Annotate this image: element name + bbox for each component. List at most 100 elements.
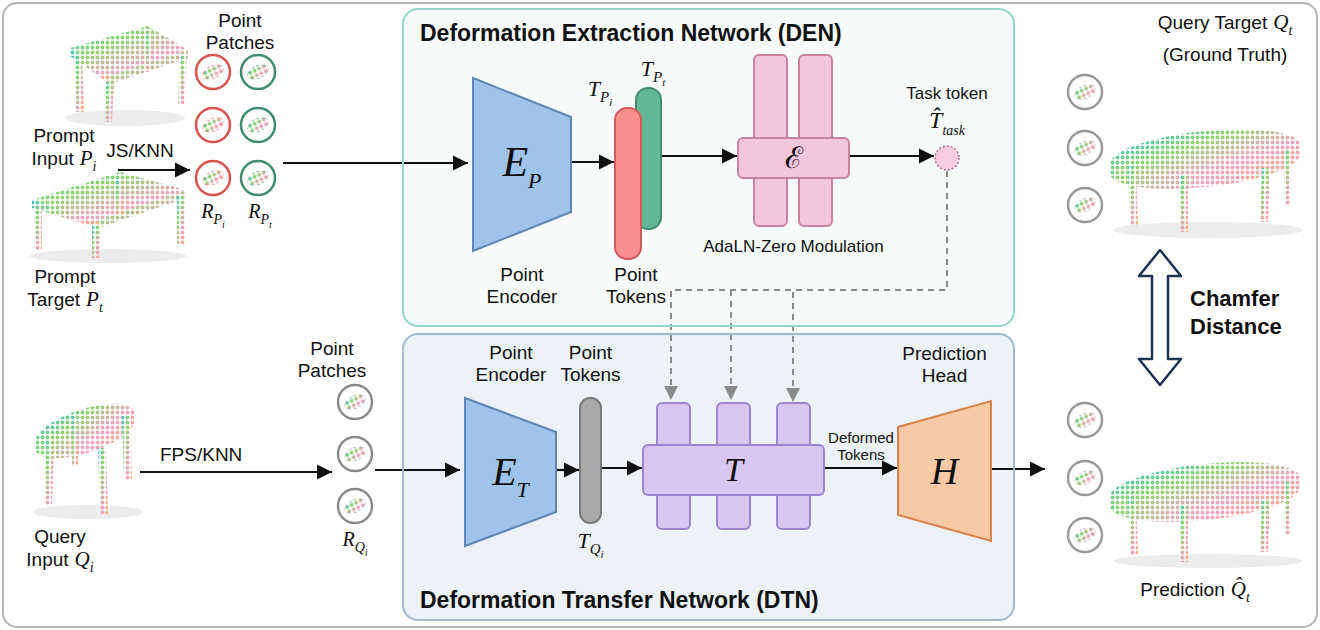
math-symbol: H xyxy=(931,450,958,492)
point-cloud xyxy=(1284,150,1291,205)
caption-label: Point Tokens xyxy=(606,264,666,307)
flow-arrow xyxy=(140,471,332,473)
point-cloud xyxy=(1113,554,1303,568)
math-symbol: Q xyxy=(75,547,90,571)
text-group: ℰ xyxy=(737,138,850,182)
encoder-trapezoid-outline xyxy=(473,78,571,251)
subscript: i xyxy=(365,547,368,558)
text-group: Point Tokens xyxy=(544,342,637,386)
text-group: TPt xyxy=(631,55,675,96)
point-cloud xyxy=(65,110,185,126)
point-patches xyxy=(241,108,275,142)
math-symbol: P xyxy=(80,146,93,170)
subscript: i xyxy=(90,560,94,575)
point-cloud xyxy=(1260,168,1270,222)
point-cloud xyxy=(34,206,42,250)
point-cloud xyxy=(30,249,186,263)
point-patches xyxy=(196,55,230,89)
point-cloud xyxy=(44,440,54,506)
math-symbol: E xyxy=(492,449,516,494)
subscript: i xyxy=(222,219,225,230)
math-symbol: R xyxy=(342,528,354,550)
extractor-block: ℰAdaLN-Zero Modulation xyxy=(737,54,850,227)
text-group: Point Patches xyxy=(286,338,378,382)
caption-label: Task token xyxy=(906,84,987,103)
connector-arrow xyxy=(662,155,737,157)
panel-title: Deformation Transfer Network (DTN) xyxy=(420,587,819,613)
point-cloud xyxy=(70,26,188,76)
panel-fill xyxy=(402,8,1015,327)
transfer-block: T xyxy=(642,402,825,530)
extractor-block-outline xyxy=(737,54,850,227)
caption-label: AdaLN-Zero Modulation xyxy=(703,237,883,256)
subscript: i xyxy=(93,159,97,174)
text-group: Deformation Transfer Network (DTN) xyxy=(420,585,1000,617)
point-cloud xyxy=(33,505,143,519)
subscript: P xyxy=(600,89,609,105)
text-group: T xyxy=(642,445,825,500)
encoder-trapezoid: Point EncoderET xyxy=(464,397,557,547)
text-group: PredictionQ̂t xyxy=(1110,576,1280,611)
subscript: t xyxy=(1246,590,1250,605)
text-group: Query TargetQt(Ground Truth) xyxy=(1135,10,1315,67)
flow-arrow xyxy=(283,162,468,164)
text-group: RQi xyxy=(333,526,377,566)
point-cloud xyxy=(30,172,186,263)
connector-arrow xyxy=(850,155,934,157)
edge-label-group: Deformed Tokens xyxy=(824,429,898,463)
modulation-branch xyxy=(730,290,732,400)
subscript: P xyxy=(653,69,662,85)
point-patches xyxy=(338,385,372,419)
math-symbol: ℰ xyxy=(785,141,803,174)
point-cloud xyxy=(72,416,78,466)
subscript: P xyxy=(528,168,541,193)
point-cloud xyxy=(1107,454,1303,568)
connector-arrow xyxy=(572,161,614,163)
token-bar-outline xyxy=(580,398,601,523)
loss-label: Chamfer Distance xyxy=(1190,286,1282,339)
connector-arrow xyxy=(557,469,579,471)
caption-label: Point Tokens xyxy=(560,342,620,385)
text-group: Point Encoder xyxy=(456,342,566,386)
text-group: Prompt InputPi xyxy=(14,125,114,178)
task-token-circle-outline xyxy=(935,146,959,170)
text-group: Task token xyxy=(884,83,1010,104)
token-bar-outline xyxy=(615,108,641,259)
point-cloud xyxy=(1284,482,1291,535)
token-bar-outline xyxy=(579,397,602,524)
math-symbol: Q̂ xyxy=(1231,577,1246,601)
point-cloud xyxy=(30,394,143,519)
text-group: Point Encoder xyxy=(467,264,577,308)
point-patches xyxy=(1068,75,1102,109)
head-trapezoid-outline xyxy=(898,401,991,541)
point-cloud xyxy=(70,26,188,122)
point-patches xyxy=(1068,131,1102,165)
token-bar-outline xyxy=(636,88,661,229)
point-cloud xyxy=(145,34,151,72)
point-cloud xyxy=(1107,121,1303,238)
point-cloud xyxy=(116,178,123,214)
point-cloud xyxy=(122,416,132,480)
text-group: TQi xyxy=(563,528,618,567)
panel-title: Deformation Extraction Network (DEN) xyxy=(420,20,842,46)
point-cloud xyxy=(74,54,84,112)
text-group: Prediction Head xyxy=(882,343,1007,387)
point-patches xyxy=(338,437,372,471)
text-group: T̂task xyxy=(904,105,990,146)
task-token-circle-outline xyxy=(934,145,960,171)
subscript: t xyxy=(662,76,665,88)
operation-label: JS/KNN xyxy=(106,140,174,161)
subscript: Q xyxy=(355,540,365,555)
token-bar: TPi xyxy=(614,107,642,260)
math-symbol: T xyxy=(641,56,653,81)
math-symbol: R xyxy=(248,200,260,222)
task-token-circle: Task tokenT̂task xyxy=(934,145,960,171)
text-group: AdaLN-Zero Modulation xyxy=(697,236,890,257)
panel-fill xyxy=(402,333,1015,621)
extractor-block-outline xyxy=(738,138,849,178)
caption-label: Point Patches xyxy=(298,338,367,381)
text-group: H xyxy=(897,445,992,504)
point-cloud xyxy=(1180,506,1188,562)
math-symbol: T̂ xyxy=(929,107,942,133)
